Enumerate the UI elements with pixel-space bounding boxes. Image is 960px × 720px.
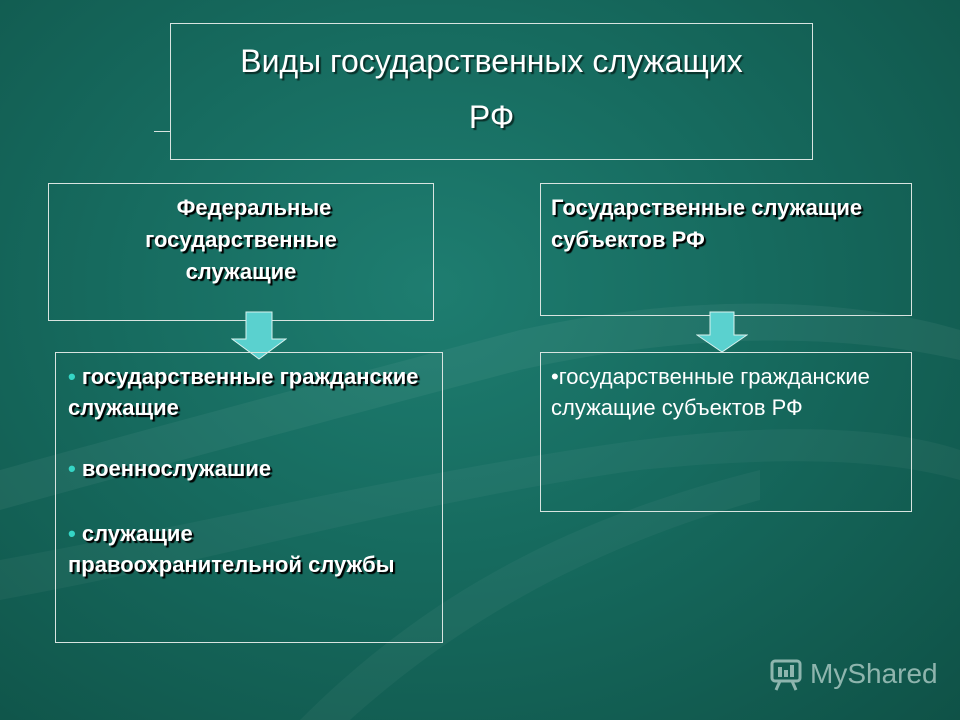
list-item: • военнослужашие: [68, 453, 430, 484]
title-line-2: РФ: [468, 99, 515, 135]
bullet-icon: •: [68, 364, 76, 389]
bullet-icon: •: [551, 364, 559, 389]
arrow-down-icon: [696, 311, 748, 353]
bullet-icon: •: [68, 456, 76, 481]
federal-heading-box: Федеральные государственные служащие: [48, 183, 434, 321]
list-item-text: государственные гражданские служащие суб…: [551, 364, 870, 420]
federal-heading-line-1: Федеральные: [176, 195, 332, 220]
arrow-down-icon: [231, 311, 287, 360]
federal-heading-line-2: государственные: [145, 227, 337, 252]
watermark-text: MyShared: [810, 658, 938, 689]
myshared-logo-icon: [770, 659, 802, 691]
list-item: • служащие правоохранительной службы: [68, 518, 430, 580]
regional-heading-box: Государственные служащие субъектов РФ: [540, 183, 912, 316]
federal-heading-line-3: служащие: [185, 259, 297, 284]
watermark: MyShared: [768, 655, 948, 695]
bullet-icon: •: [68, 521, 76, 546]
regional-heading: Государственные служащие субъектов РФ: [551, 195, 863, 252]
list-item: • государственные гражданские служащие: [68, 361, 430, 423]
federal-list-box: • государственные гражданские служащие •…: [55, 352, 443, 643]
regional-list-box: •государственные гражданские служащие су…: [540, 352, 912, 512]
list-item-text: служащие правоохранительной службы: [68, 521, 395, 577]
list-item-text: военнослужашие: [81, 456, 272, 481]
title-box: Виды государственных служащих РФ: [170, 23, 813, 160]
title-line-1: Виды государственных служащих: [240, 43, 743, 79]
title-connector-tick: [154, 131, 170, 132]
list-item-text: государственные гражданские служащие: [68, 364, 419, 420]
